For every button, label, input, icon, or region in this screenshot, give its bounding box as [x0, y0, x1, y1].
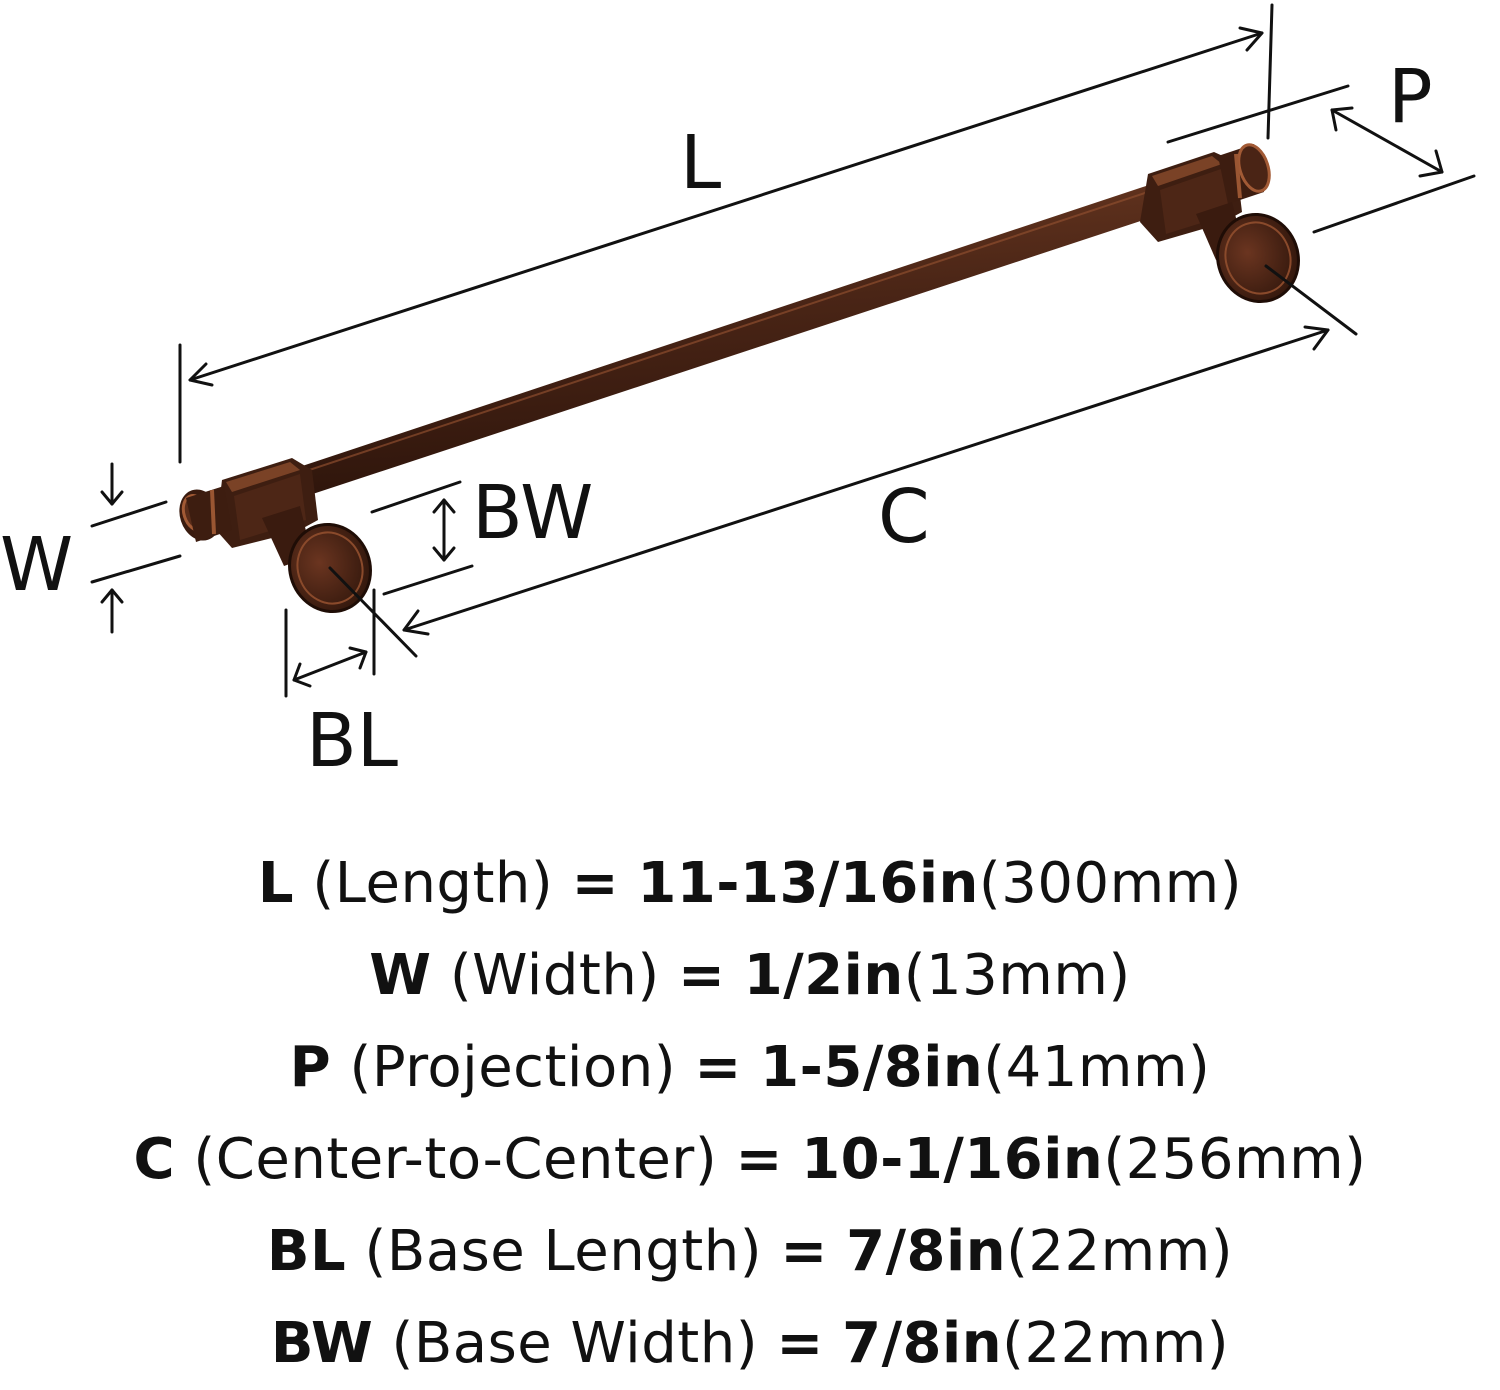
spec-base-length: BL (Base Length) = 7/8in(22mm)	[0, 1206, 1500, 1298]
spec-name: (Width)	[449, 943, 660, 1008]
spec-metric: (13mm)	[903, 943, 1131, 1008]
spec-metric: (22mm)	[1002, 1311, 1230, 1376]
dimension-lines	[90, 3, 1476, 698]
spec-imperial: 1/2in	[743, 943, 904, 1008]
center-to-center-dimension	[328, 264, 1358, 658]
spec-imperial: 1-5/8in	[760, 1035, 984, 1100]
spec-name: (Base Width)	[391, 1311, 759, 1376]
spec-metric: (22mm)	[1006, 1219, 1234, 1284]
spec-length: L (Length) = 11-13/16in(300mm)	[0, 838, 1500, 930]
label-c: C	[878, 474, 930, 560]
spec-metric: (41mm)	[983, 1035, 1211, 1100]
spec-name: (Center-to-Center)	[193, 1127, 718, 1192]
spec-key: BL	[266, 1219, 347, 1284]
spec-key: W	[369, 943, 432, 1008]
label-w: W	[0, 522, 73, 608]
spec-equals: =	[571, 851, 620, 916]
spec-key: L	[257, 851, 295, 916]
length-dimension	[178, 3, 1274, 464]
spec-key: P	[289, 1035, 332, 1100]
projection-dimension	[1166, 84, 1476, 234]
width-dimension	[90, 462, 182, 634]
pull-bar	[236, 178, 1180, 516]
spec-name: (Length)	[312, 851, 554, 916]
spec-equals: =	[735, 1127, 783, 1192]
spec-projection: P (Projection) = 1-5/8in(41mm)	[0, 1022, 1500, 1114]
spec-imperial: 7/8in	[846, 1219, 1007, 1284]
spec-base-width: BW (Base Width) = 7/8in(22mm)	[0, 1298, 1500, 1390]
label-bw: BW	[472, 470, 593, 556]
left-end	[179, 458, 372, 614]
spec-imperial: 7/8in	[842, 1311, 1003, 1376]
spec-center-to-center: C (Center-to-Center) = 10-1/16in(256mm)	[0, 1114, 1500, 1206]
pull-bar-highlight	[239, 183, 1173, 494]
spec-imperial: 11-13/16in	[637, 851, 979, 916]
right-end	[1140, 143, 1300, 304]
spec-equals: =	[678, 943, 726, 1008]
base-length-dimension	[284, 588, 376, 698]
spec-metric: (256mm)	[1103, 1127, 1367, 1192]
spec-equals: =	[694, 1035, 742, 1100]
base-width-dimension	[370, 480, 474, 596]
specifications-list: L (Length) = 11-13/16in(300mm) W (Width)…	[0, 838, 1500, 1390]
label-p: P	[1388, 54, 1433, 140]
cabinet-pull	[179, 143, 1300, 614]
spec-key: C	[133, 1127, 176, 1192]
spec-equals: =	[776, 1311, 824, 1376]
dimension-diagram: L P C W BW BL	[0, 3, 1476, 784]
spec-metric: (300mm)	[978, 851, 1243, 916]
spec-name: (Projection)	[349, 1035, 677, 1100]
label-bl: BL	[306, 698, 398, 784]
spec-width: W (Width) = 1/2in(13mm)	[0, 930, 1500, 1022]
spec-name: (Base Length)	[364, 1219, 763, 1284]
spec-imperial: 10-1/16in	[801, 1127, 1104, 1192]
spec-key: BW	[270, 1311, 374, 1376]
label-l: L	[680, 120, 721, 206]
spec-equals: =	[780, 1219, 828, 1284]
